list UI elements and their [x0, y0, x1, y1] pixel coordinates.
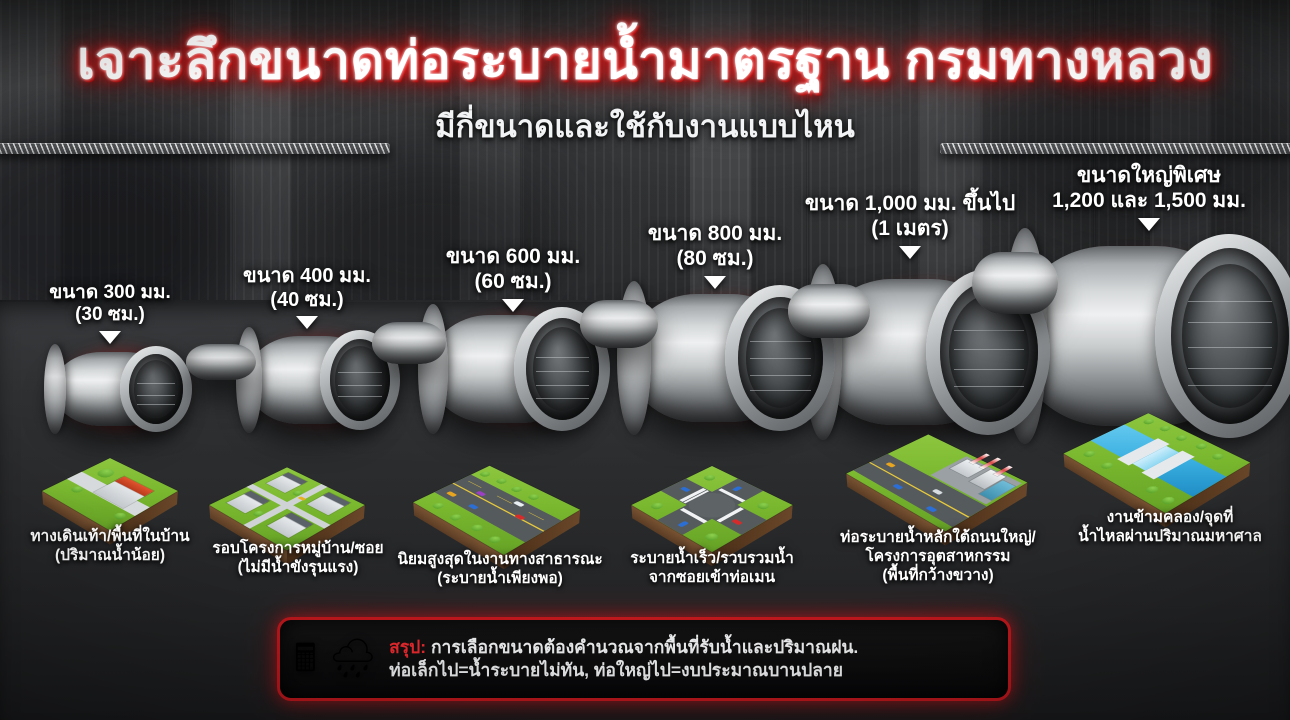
pointer-triangle-icon — [899, 245, 921, 259]
page-title: เจาะลึกขนาดท่อระบายน้ำมาตรฐาน กรมทางหลวง — [77, 32, 1213, 90]
pipe-label-line2: (1 เมตร) — [871, 216, 949, 240]
page-subtitle: มีกี่ขนาดและใช้กับงานแบบไหน — [435, 109, 855, 145]
caption-800: ระบายน้ำเร็ว/รวบรวมน้ำ จากซอยเข้าท่อเมน — [603, 550, 821, 588]
pipe-label-600: ขนาด 600 มม. (60 ซม.) — [418, 245, 608, 312]
caption-line1: ท่อระบายน้ำหลักใต้ถนนใหญ่/ — [840, 529, 1036, 546]
summary-text: สรุป: การเลือกขนาดต้องคำนวณจากพื้นที่รับ… — [389, 636, 858, 682]
pipe-connector — [972, 252, 1058, 314]
pipe-connector — [186, 344, 256, 380]
summary-line1-wrap: สรุป: การเลือกขนาดต้องคำนวณจากพื้นที่รับ… — [389, 636, 858, 659]
scene-tile-house — [42, 443, 178, 545]
pointer-triangle-icon — [99, 330, 121, 344]
caption-line1: ระบายน้ำเร็ว/รวบรวมน้ำ — [630, 550, 794, 567]
pipe-label-line2: 1,200 และ 1,500 มม. — [1052, 188, 1246, 212]
caption-line2: (ระบายน้ำเพียงพอ) — [437, 569, 563, 587]
scene-tile-industrial — [846, 420, 1028, 546]
pipe-label-300: ขนาด 300 มม. (30 ซม.) — [20, 282, 200, 344]
summary-keyword: สรุป: — [389, 636, 427, 657]
pointer-triangle-icon — [704, 275, 726, 289]
title-block: เจาะลึกขนาดท่อระบายน้ำมาตรฐาน กรมทางหลวง… — [0, 32, 1290, 151]
caption-1200-1500: งานข้ามคลอง/จุดที่ น้ำไหลผ่านปริมาณมหาศา… — [1050, 509, 1290, 547]
summary-line1: การเลือกขนาดต้องคำนวณจากพื้นที่รับน้ำและ… — [426, 636, 859, 657]
summary-line2: ท่อเล็กไป=น้ำระบายไม่ทัน, ท่อใหญ่ไป=งบปร… — [389, 660, 844, 680]
summary-box: 🖩 🌧 สรุป: การเลือกขนาดต้องคำนวณจากพื้นที… — [277, 617, 1011, 701]
caption-line1: งานข้ามคลอง/จุดที่ — [1106, 509, 1234, 526]
pipe-bore — [133, 360, 179, 418]
pipe-bore — [1181, 263, 1279, 409]
caption-line1: นิยมสูงสุดในงานทางสาธารณะ — [397, 551, 603, 568]
pipe-label-line2: (60 ซม.) — [474, 269, 552, 293]
scene-tile-highway — [413, 452, 581, 570]
caption-line2: โครงการอุตสาหกรรม — [865, 547, 1011, 565]
pipe-label-line1: ขนาด 1,000 มม. ขึ้นไป — [804, 192, 1016, 215]
pipe-mouth — [129, 354, 183, 424]
rain-cloud-icon: 🌧 — [328, 638, 378, 680]
pointer-triangle-icon — [1138, 217, 1160, 231]
scene-tile-intersection — [631, 448, 793, 567]
pipe-label-1000: ขนาด 1,000 มม. ขึ้นไป (1 เมตร) — [800, 192, 1020, 259]
pipe-label-line1: ขนาดใหญ่พิเศษ — [1076, 164, 1222, 187]
pipe-label-line1: ขนาด 600 มม. — [445, 245, 581, 268]
pipe-label-1200-1500: ขนาดใหญ่พิเศษ 1,200 และ 1,500 มม. — [1024, 164, 1274, 231]
pipe-label-400: ขนาด 400 มม. (40 ซม.) — [212, 265, 402, 330]
pipe-connector — [788, 284, 870, 338]
pointer-triangle-icon — [296, 316, 318, 330]
pipe-label-line2: (80 ซม.) — [676, 246, 754, 270]
caption-600: นิยมสูงสุดในงานทางสาธารณะ (ระบายน้ำเพียง… — [378, 551, 622, 589]
calculator-icon: 🖩 — [294, 638, 317, 680]
caption-line3: (พื้นที่กว้างขวาง) — [882, 566, 994, 584]
caption-line2: น้ำไหลผ่านปริมาณมหาศาล — [1078, 527, 1262, 545]
pipe-label-800: ขนาด 800 มม. (80 ซม.) — [620, 222, 810, 289]
pipe-label-line1: ขนาด 800 มม. — [647, 222, 783, 245]
pipe-300 — [36, 332, 206, 446]
pipe-label-line2: (40 ซม.) — [270, 288, 344, 311]
pipe-label-line1: ขนาด 400 มม. — [243, 265, 371, 287]
caption-1000: ท่อระบายน้ำหลักใต้ถนนใหญ่/ โครงการอุตสาห… — [813, 529, 1063, 586]
caption-line2: จากซอยเข้าท่อเมน — [648, 568, 776, 586]
pointer-triangle-icon — [502, 298, 524, 312]
pipe-label-line1: ขนาด 300 มม. — [49, 282, 171, 303]
pipe-label-line2: (30 ซม.) — [75, 304, 145, 326]
pipe-collar — [44, 343, 66, 435]
scene-tile-canal — [1063, 398, 1251, 528]
